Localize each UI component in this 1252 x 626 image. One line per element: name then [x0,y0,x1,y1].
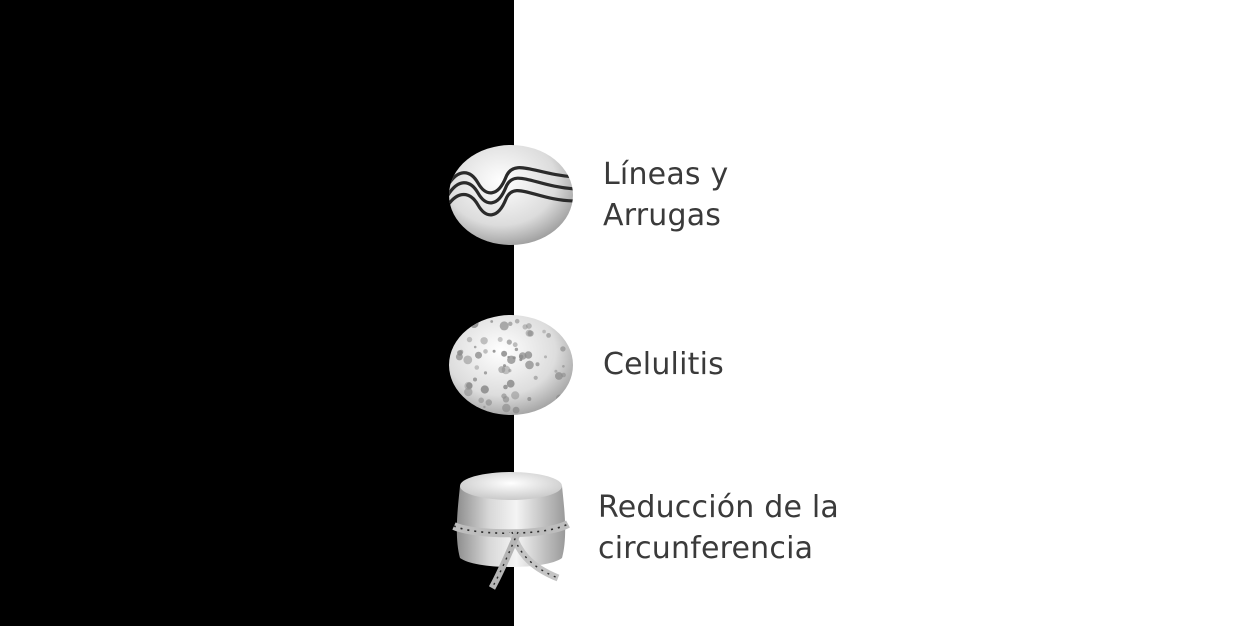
wrinkles-label-line-1: Líneas y [603,157,729,192]
wrinkles-icon [449,145,573,245]
circumference-label-line-1: Reducción de la [598,490,839,525]
waist-measuring-tape-icon [452,472,570,590]
wrinkles-label: Líneas y Arrugas [603,154,728,236]
cellulite-icon [449,315,573,415]
black-panel [0,0,514,626]
wrinkles-label-line-2: Arrugas [603,198,722,233]
cellulite-label-line-1: Celulitis [603,347,724,382]
circumference-label: Reducción de la circunferencia [598,487,839,569]
circumference-label-line-2: circunferencia [598,531,814,566]
cellulite-label: Celulitis [603,344,724,385]
